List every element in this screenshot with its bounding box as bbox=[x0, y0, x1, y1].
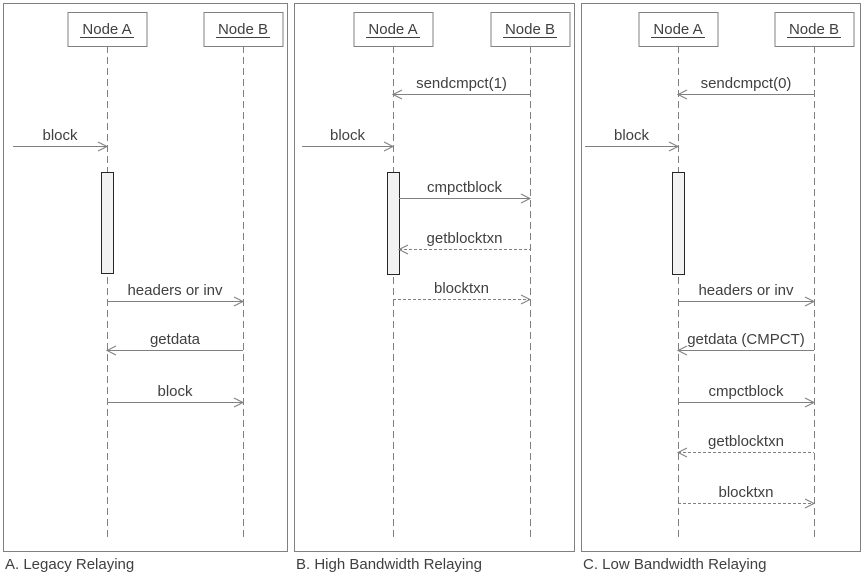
message-label: block bbox=[42, 127, 78, 144]
arrowhead-icon bbox=[676, 89, 688, 100]
message-label: blocktxn bbox=[434, 280, 489, 297]
node: Node B bbox=[203, 12, 284, 47]
message-label: cmpctblock bbox=[427, 179, 503, 196]
node-box bbox=[353, 12, 434, 47]
message-label: getblocktxn bbox=[427, 230, 503, 247]
message: block bbox=[302, 127, 395, 152]
node-label: Node A bbox=[82, 21, 131, 38]
caption-high-bandwidth-relaying: B. High Bandwidth Relaying bbox=[296, 556, 482, 573]
node-label: Node B bbox=[218, 21, 268, 38]
arrowhead-icon bbox=[233, 296, 245, 307]
arrowhead-icon bbox=[397, 244, 409, 255]
node-box bbox=[774, 12, 855, 47]
message: block bbox=[585, 127, 680, 152]
message: headers or inv bbox=[678, 282, 816, 307]
panel-canvas: Node A Node B sendcmpct(0) block headers or … bbox=[585, 12, 855, 541]
message-label: getdata bbox=[150, 331, 201, 348]
node: Node B bbox=[774, 12, 855, 47]
panel-canvas: Node A Node B sendcmpct(1) block cmpctblock g… bbox=[302, 12, 571, 541]
caption-low-bandwidth-relaying: C. Low Bandwidth Relaying bbox=[583, 556, 767, 573]
message: sendcmpct(0) bbox=[676, 75, 814, 100]
message: blocktxn bbox=[393, 280, 532, 305]
message-label: block bbox=[614, 127, 650, 144]
arrowhead-icon bbox=[676, 447, 688, 458]
arrowhead-icon bbox=[804, 296, 816, 307]
message-label: headers or inv bbox=[698, 282, 794, 299]
arrowhead-icon bbox=[97, 141, 109, 152]
message-label: block bbox=[330, 127, 366, 144]
node-label: Node A bbox=[368, 21, 417, 38]
message: getblocktxn bbox=[676, 433, 814, 458]
panel-canvas: Node A Node B block headers or inv getdata bl… bbox=[13, 12, 284, 541]
activation-bar bbox=[101, 172, 114, 274]
message-label: headers or inv bbox=[127, 282, 223, 299]
message: getdata bbox=[105, 331, 243, 356]
message-label: cmpctblock bbox=[708, 383, 784, 400]
arrowhead-icon bbox=[676, 345, 688, 356]
node-box bbox=[203, 12, 284, 47]
arrowhead-icon bbox=[668, 141, 680, 152]
node: Node B bbox=[490, 12, 571, 47]
message-label: block bbox=[157, 383, 193, 400]
message-label: getblocktxn bbox=[708, 433, 784, 450]
node: Node A bbox=[67, 12, 148, 47]
panel-high-bandwidth-relaying: Node A Node B sendcmpct(1) block cmpctblock g… bbox=[294, 3, 575, 552]
message: getdata (CMPCT) bbox=[676, 331, 814, 356]
message-label: sendcmpct(0) bbox=[701, 75, 792, 92]
panel-low-bandwidth-relaying: Node A Node B sendcmpct(0) block headers or … bbox=[581, 3, 861, 552]
node-label: Node B bbox=[505, 21, 555, 38]
message-label: blocktxn bbox=[718, 484, 773, 501]
arrowhead-icon bbox=[804, 498, 816, 509]
arrowhead-icon bbox=[520, 193, 532, 204]
message: blocktxn bbox=[678, 484, 816, 509]
caption-legacy-relaying: A. Legacy Relaying bbox=[5, 556, 135, 573]
activation-bar bbox=[672, 172, 685, 275]
node-box bbox=[67, 12, 148, 47]
message: getblocktxn bbox=[397, 230, 530, 255]
arrowhead-icon bbox=[383, 141, 395, 152]
node: Node A bbox=[353, 12, 434, 47]
message: headers or inv bbox=[107, 282, 245, 307]
node-label: Node B bbox=[789, 21, 839, 38]
message-label: sendcmpct(1) bbox=[416, 75, 507, 92]
message: block bbox=[107, 383, 245, 408]
arrowhead-icon bbox=[391, 89, 403, 100]
message: sendcmpct(1) bbox=[391, 75, 530, 100]
arrowhead-icon bbox=[804, 397, 816, 408]
panel-legacy-relaying: Node A Node B block headers or inv getdata bl… bbox=[3, 3, 288, 552]
arrowhead-icon bbox=[520, 294, 532, 305]
activation-bar bbox=[387, 172, 400, 275]
node: Node A bbox=[638, 12, 719, 47]
message: cmpctblock bbox=[399, 179, 532, 204]
message: block bbox=[13, 127, 109, 152]
node-box bbox=[638, 12, 719, 47]
arrowhead-icon bbox=[233, 397, 245, 408]
arrowhead-icon bbox=[105, 345, 117, 356]
node-box bbox=[490, 12, 571, 47]
message-label: getdata (CMPCT) bbox=[687, 331, 805, 348]
node-label: Node A bbox=[653, 21, 702, 38]
message: cmpctblock bbox=[678, 383, 816, 408]
